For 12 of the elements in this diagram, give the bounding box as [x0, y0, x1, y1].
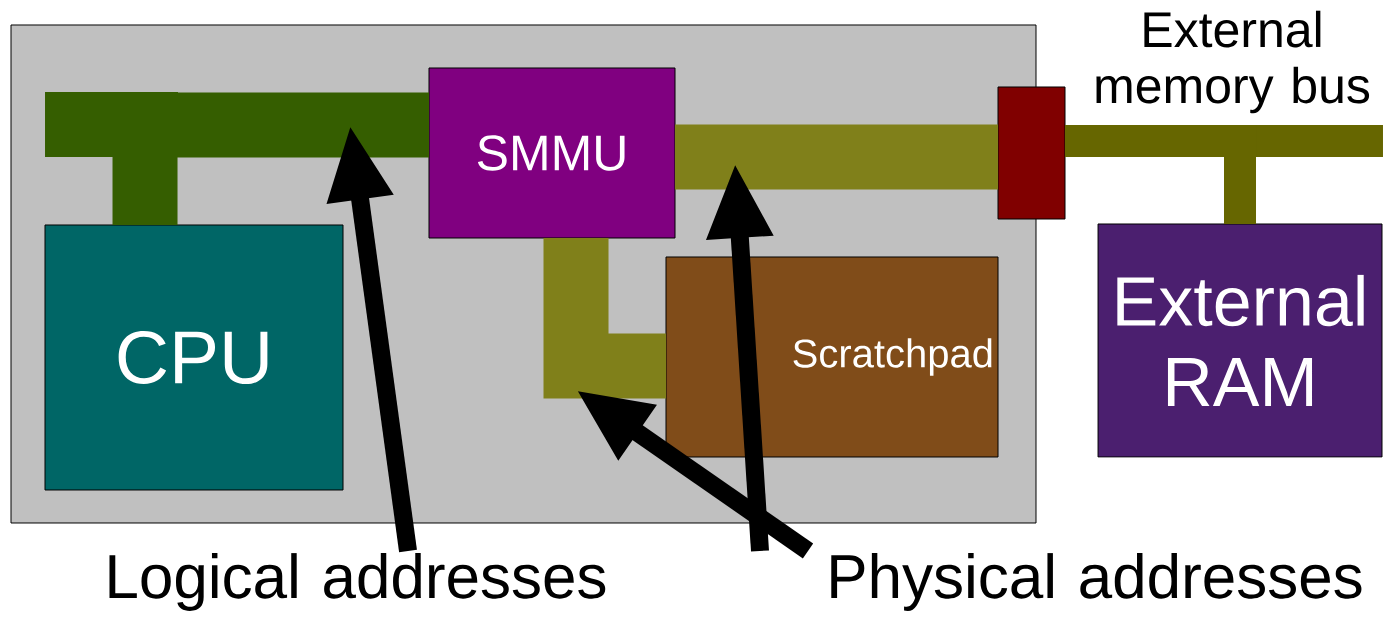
caption-text: Physical addresses: [831, 553, 1362, 611]
connector-box: [997, 86, 1066, 220]
cpu-box: CPU: [44, 224, 344, 491]
bus-line: [675, 124, 998, 190]
ram-box: External RAM: [1097, 223, 1383, 458]
smmu-box: SMMU: [428, 67, 676, 239]
bus-line: [45, 92, 429, 225]
bus-line: [543, 238, 666, 399]
bus-label: External memory bus: [1096, 10, 1370, 114]
bus-line: [1065, 125, 1383, 224]
scratchpad-box: Scratchpad: [665, 256, 999, 458]
caption-text: Logical addresses: [109, 553, 606, 611]
